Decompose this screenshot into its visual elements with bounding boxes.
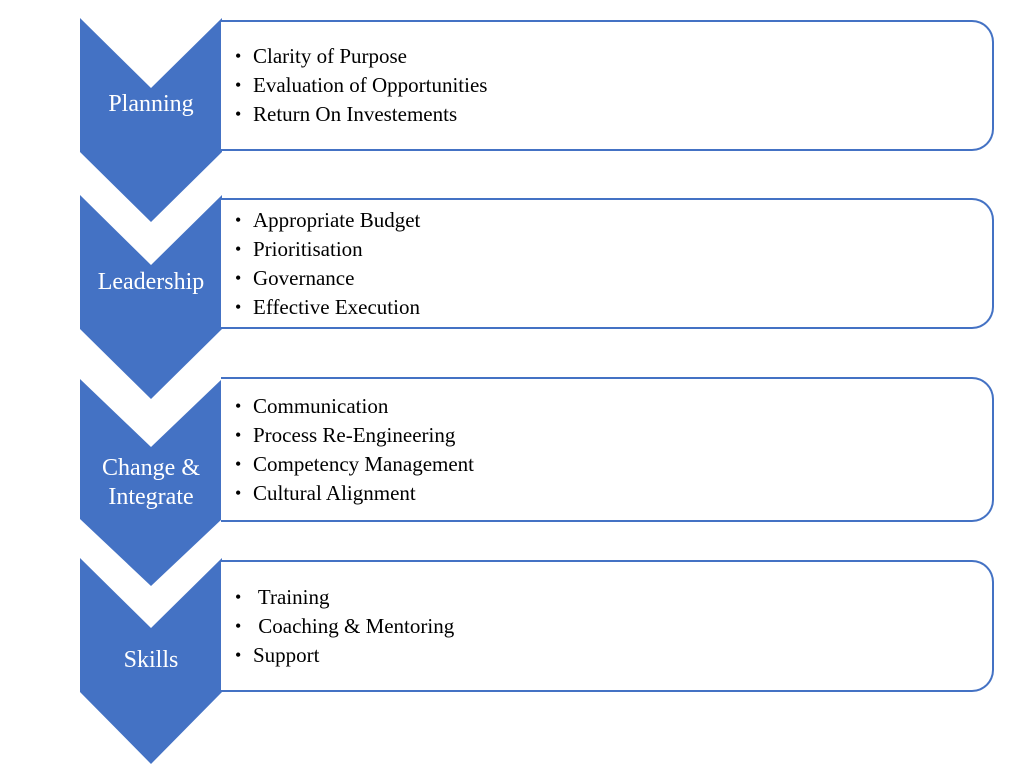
list-item: Cultural Alignment: [235, 479, 474, 508]
stage-skills: Skills Training Coaching & Mentoring Sup…: [0, 558, 1019, 764]
stage-planning: Planning Clarity of Purpose Evaluation o…: [0, 18, 1019, 222]
list-item: Coaching & Mentoring: [235, 612, 454, 641]
list-item: Appropriate Budget: [235, 206, 420, 235]
stage-details-box: Appropriate Budget Prioritisation Govern…: [221, 198, 994, 329]
bullet-list: Training Coaching & Mentoring Support: [235, 583, 454, 670]
list-item: Effective Execution: [235, 293, 420, 322]
list-item: Training: [235, 583, 454, 612]
list-item: Governance: [235, 264, 420, 293]
chevron-shape: [80, 18, 222, 222]
list-item: Prioritisation: [235, 235, 420, 264]
stage-label: Skills: [123, 647, 179, 673]
chevron-shape: [80, 379, 222, 586]
stage-details-box: Communication Process Re-Engineering Com…: [221, 377, 994, 522]
stage-label: Change & Integrate: [102, 455, 200, 510]
bullet-list: Clarity of Purpose Evaluation of Opportu…: [235, 42, 487, 129]
list-item: Communication: [235, 392, 474, 421]
list-item: Return On Investements: [235, 100, 487, 129]
stage-leadership: Leadership Appropriate Budget Prioritisa…: [0, 195, 1019, 399]
bullet-list: Appropriate Budget Prioritisation Govern…: [235, 206, 420, 322]
chevron-shape: [80, 195, 222, 399]
stage-label: Leadership: [97, 269, 205, 295]
chevron-shape: [80, 558, 222, 764]
stage-label: Planning: [108, 91, 194, 117]
list-item: Support: [235, 641, 454, 670]
stage-details-box: Training Coaching & Mentoring Support: [221, 560, 994, 692]
list-item: Evaluation of Opportunities: [235, 71, 487, 100]
stage-change-integrate: Change & Integrate Communication Process…: [0, 377, 1019, 586]
stage-details-box: Clarity of Purpose Evaluation of Opportu…: [221, 20, 994, 151]
bullet-list: Communication Process Re-Engineering Com…: [235, 392, 474, 508]
list-item: Process Re-Engineering: [235, 421, 474, 450]
list-item: Clarity of Purpose: [235, 42, 487, 71]
list-item: Competency Management: [235, 450, 474, 479]
